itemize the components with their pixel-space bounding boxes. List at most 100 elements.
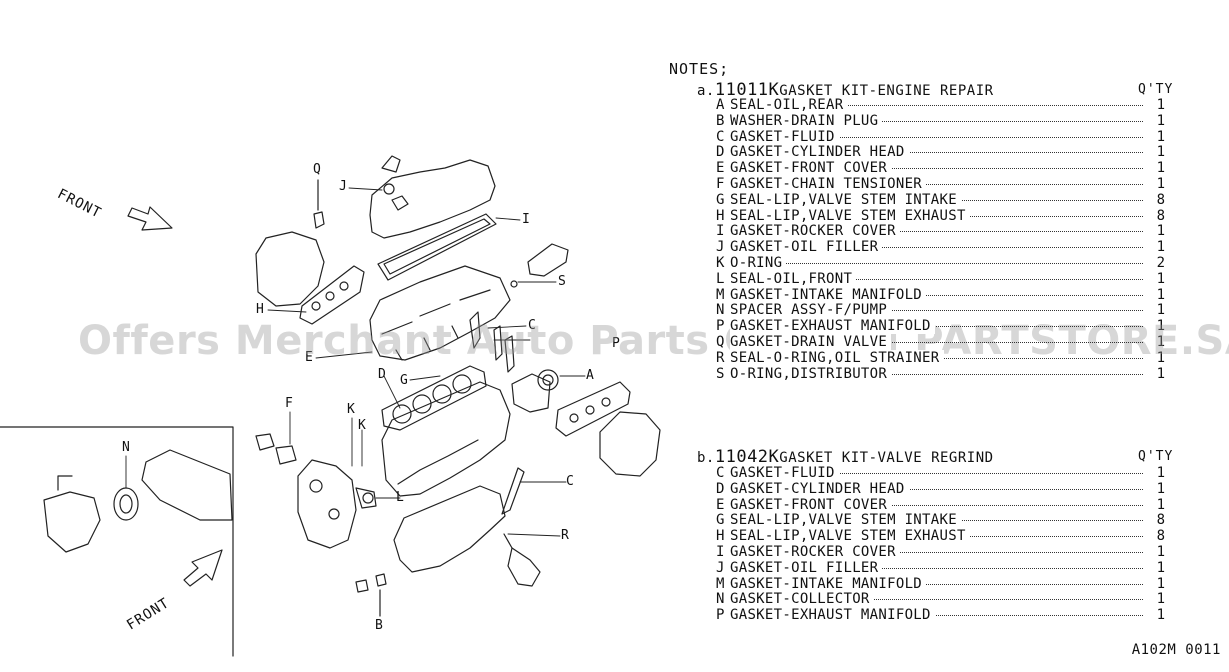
item-letter: D	[716, 144, 725, 161]
intake-manifold-gasket	[299, 265, 365, 325]
item-description: SEAL-OIL,FRONT	[730, 270, 1143, 287]
kit-item-row: J GASKET-OIL FILLER 1	[716, 559, 1165, 576]
item-quantity: 1	[1156, 480, 1165, 497]
item-quantity: 1	[1156, 496, 1165, 513]
item-quantity: 1	[1156, 465, 1165, 481]
item-quantity: 1	[1156, 97, 1165, 113]
item-letter: E	[716, 160, 725, 177]
item-letter: S	[716, 365, 725, 382]
cylinder-head-gasket	[381, 365, 487, 431]
item-letter: R	[716, 349, 725, 366]
fuel-pump-spacer	[113, 487, 139, 521]
rocker-cover	[369, 155, 496, 239]
item-description: GASKET-EXHAUST MANIFOLD	[730, 318, 1143, 335]
callout-i: I	[522, 212, 530, 227]
item-quantity: 1	[1156, 176, 1165, 192]
item-description-text: GASKET-ROCKER COVER	[730, 223, 900, 240]
item-description: GASKET-CYLINDER HEAD	[730, 480, 1143, 497]
leader-lines	[125, 187, 586, 537]
item-letter: N	[716, 591, 725, 608]
item-description: O-RING	[730, 255, 1143, 271]
item-quantity: 1	[1156, 318, 1165, 335]
exhaust-manifold	[599, 411, 661, 477]
item-quantity: 1	[1156, 223, 1165, 240]
item-description: WASHER-DRAIN PLUG	[730, 112, 1143, 129]
callout-c: C	[528, 318, 536, 333]
callout-q: Q	[313, 162, 321, 177]
item-quantity: 1	[1156, 286, 1165, 303]
item-letter: N	[716, 302, 725, 319]
item-description-text: GASKET-CYLINDER HEAD	[730, 144, 909, 161]
engine-head-partial	[141, 449, 233, 521]
item-letter: G	[716, 512, 725, 529]
item-quantity: 1	[1156, 559, 1165, 576]
item-letter: Q	[716, 334, 725, 350]
item-description-text: SEAL-O-RING,OIL STRAINER	[730, 349, 944, 366]
notes-title: NOTES;	[669, 60, 730, 78]
callout-p: P	[612, 336, 620, 351]
cylinder-head	[369, 265, 511, 361]
item-letter: J	[716, 239, 725, 256]
item-letter: M	[716, 575, 725, 592]
item-description: GASKET-ROCKER COVER	[730, 223, 1143, 240]
item-description-text: GASKET-COLLECTOR	[730, 591, 874, 608]
item-quantity: 1	[1156, 160, 1165, 177]
item-description-text: SEAL-OIL,FRONT	[730, 270, 857, 287]
item-letter: C	[716, 128, 725, 145]
drain-valve	[313, 179, 325, 229]
callout-a: A	[586, 368, 594, 383]
item-letter: B	[716, 112, 725, 129]
item-description-text: SEAL-OIL,REAR	[730, 97, 848, 113]
item-description: SEAL-LIP,VALVE STEM EXHAUST	[730, 528, 1143, 545]
item-description: SEAL-LIP,VALVE STEM INTAKE	[730, 512, 1143, 529]
item-description: SEAL-LIP,VALVE STEM INTAKE	[730, 191, 1143, 208]
callout-h: H	[256, 302, 264, 317]
item-description-text: GASKET-CYLINDER HEAD	[730, 480, 909, 497]
item-letter: F	[716, 176, 725, 192]
item-letter: A	[716, 97, 725, 113]
item-description-text: GASKET-EXHAUST MANIFOLD	[730, 318, 935, 335]
item-letter: J	[716, 559, 725, 576]
item-description-text: GASKET-INTAKE MANIFOLD	[730, 575, 927, 592]
callout-d: D	[378, 367, 386, 382]
item-description-text: SEAL-LIP,VALVE STEM INTAKE	[730, 191, 961, 208]
item-quantity: 1	[1156, 112, 1165, 129]
front-arrow-icon	[183, 549, 223, 587]
kit-header: b.11042KGASKET KIT-VALVE REGRIND	[697, 447, 994, 467]
item-description: GASKET-FLUID	[730, 465, 1143, 481]
item-letter: K	[716, 255, 725, 271]
item-description-text: WASHER-DRAIN PLUG	[730, 112, 883, 129]
callout-e: E	[305, 350, 313, 365]
item-letter: I	[716, 544, 725, 560]
item-description: GASKET-OIL FILLER	[730, 559, 1143, 576]
item-description-text: SEAL-LIP,VALVE STEM EXHAUST	[730, 207, 970, 224]
item-letter: M	[716, 286, 725, 303]
kit-item-row: D GASKET-CYLINDER HEAD 1	[716, 144, 1165, 161]
item-quantity: 1	[1156, 144, 1165, 161]
item-quantity: 1	[1156, 575, 1165, 592]
item-description: SEAL-OIL,REAR	[730, 97, 1143, 113]
callout-r: R	[561, 528, 569, 543]
item-quantity: 1	[1156, 128, 1165, 145]
item-description: GASKET-FRONT COVER	[730, 496, 1143, 513]
dipstick-tube	[501, 467, 525, 515]
callout-l: L	[396, 490, 404, 505]
callout-f: F	[285, 396, 293, 411]
item-quantity: 1	[1156, 239, 1165, 256]
item-quantity: 1	[1156, 365, 1165, 382]
item-quantity: 8	[1156, 207, 1165, 224]
item-description-text: GASKET-FRONT COVER	[730, 496, 892, 513]
rear-seal	[511, 369, 559, 413]
